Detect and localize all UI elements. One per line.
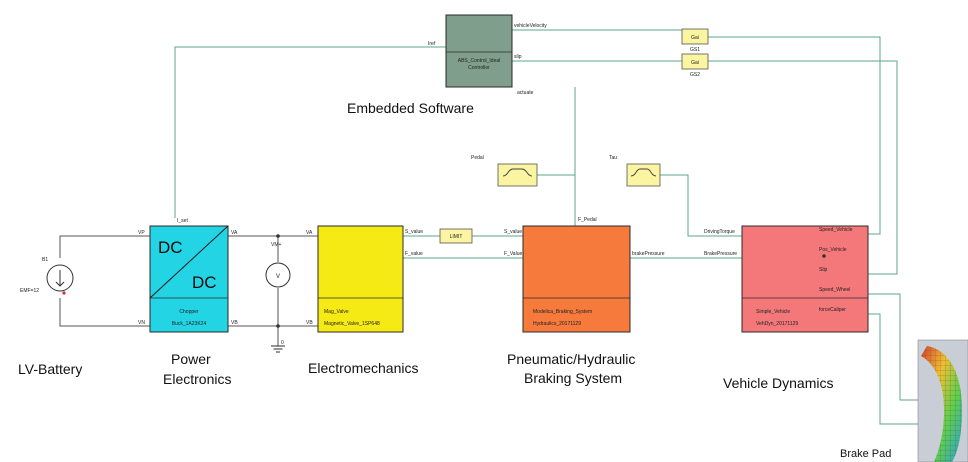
svg-text:Gai: Gai: [691, 35, 699, 41]
hydraulic-braking-block[interactable]: Modelica_Braking_System Hydraulics_20171…: [522, 225, 631, 333]
wire-gs1-speed: [708, 36, 881, 235]
wire-battery-vn: [59, 298, 150, 327]
port-speed-vehicle: Speed_Vehicle: [819, 227, 853, 233]
vehicle-type: VehDyn_20171129: [756, 321, 798, 327]
vehicle-dynamics-block[interactable]: Simple_Vehicle VehDyn_20171129: [741, 225, 869, 333]
hydraulics-type: Hydraulics_20171129: [533, 321, 581, 327]
gain-gs2-name: GS2: [690, 72, 700, 78]
port-fpedal: F_Pedal: [578, 217, 597, 223]
wire-tau-source: [660, 174, 742, 237]
port-fvalue-hydr: F_Value: [504, 251, 522, 257]
pedal-label: Pedal: [471, 155, 484, 161]
pos-vehicle-terminal: [822, 254, 826, 258]
port-vp: VP: [138, 230, 145, 236]
port-force-caliper: forceCaliper: [819, 307, 846, 313]
port-brake-pressure-out: brakePressure: [632, 251, 665, 257]
battery-param: EMF=12: [20, 288, 39, 294]
battery-name: B1: [42, 257, 48, 263]
label-lv-battery: LV-Battery: [18, 361, 82, 377]
chopper-type: Buck_1A23K24: [172, 321, 207, 327]
wire-speed-wheel: [868, 293, 924, 401]
port-slip-in: Slip: [819, 267, 828, 273]
wire-force-caliper: [868, 313, 924, 425]
wire-iref-iset: [174, 46, 446, 218]
label-vehicle-dynamics: Vehicle Dynamics: [723, 375, 834, 391]
port-vb-chopper: VB: [231, 320, 238, 326]
valve-name: Mag_Valve: [324, 309, 349, 315]
chopper-body: [149, 225, 229, 333]
label-electronics: Electronics: [163, 371, 231, 387]
gain-gs1-name: GS1: [690, 47, 700, 53]
port-pos-vehicle: Pos_Vehicle: [819, 247, 847, 253]
port-fvalue-valve: F_value: [405, 251, 423, 257]
port-svalue-valve: S_value: [405, 229, 423, 235]
torque-source-block[interactable]: [626, 163, 661, 187]
label-electromechanics: Electromechanics: [308, 360, 419, 376]
port-svalue-hydr: S_value: [504, 229, 522, 235]
ground-symbol: [271, 345, 285, 353]
port-vn: VN: [138, 320, 145, 326]
port-va-chopper: VA: [231, 230, 238, 236]
node-vb: [276, 324, 280, 328]
voltmeter[interactable]: V: [265, 262, 291, 288]
chopper-dc-bottom: DC: [192, 273, 217, 292]
label-braking-system: Braking System: [524, 370, 622, 386]
wire-battery-vp: [59, 235, 150, 258]
chopper-name: Chopper: [179, 309, 199, 315]
dc-dc-chopper-block[interactable]: DC DC Chopper Buck_1A23K24: [149, 225, 229, 333]
gain-block-gs2[interactable]: Gai: [681, 53, 709, 70]
hydraulics-name: Modelica_Braking_System: [533, 309, 592, 315]
port-iref: Iref: [428, 41, 436, 47]
valve-type: Magnetic_Valve_1SP648: [324, 321, 380, 327]
port-actuate: actuate: [517, 90, 534, 96]
voltmeter-top-port: VM+: [271, 242, 282, 248]
port-va-valve: VA: [306, 230, 313, 236]
brake-pad-image: [917, 339, 968, 462]
label-pneumatic-hydraulic: Pneumatic/Hydraulic: [507, 351, 635, 367]
ground-label: 0: [281, 340, 284, 346]
controller-body: [445, 14, 513, 88]
vehicle-name: Simple_Vehicle: [756, 309, 790, 315]
port-slip-out: slip: [514, 54, 522, 60]
label-embedded-software: Embedded Software: [347, 100, 474, 116]
valve-body: [317, 225, 404, 333]
port-vehicle-velocity: vehicleVelocity: [514, 23, 547, 29]
port-iset: I_set: [177, 218, 188, 224]
magnetic-valve-block[interactable]: Mag_Valve Magnetic_Valve_1SP648: [317, 225, 404, 333]
pedal-source-block[interactable]: [497, 163, 538, 187]
port-brake-pressure-in: BrakePressure: [704, 251, 737, 257]
svg-text:Gai: Gai: [691, 60, 699, 66]
vehicle-body: [741, 225, 869, 333]
controller-name: ABS_Control_Ideal: [458, 58, 501, 64]
wire-gs2-slip: [708, 60, 898, 275]
controller-type: Controller: [468, 65, 490, 71]
svg-text:LIMIT: LIMIT: [450, 234, 463, 240]
abs-controller-block[interactable]: ABS_Control_Ideal Controller: [445, 14, 513, 88]
node-va: [276, 234, 280, 238]
limit-block[interactable]: LIMIT: [439, 228, 473, 244]
battery-source[interactable]: [46, 264, 74, 295]
chopper-dc-top: DC: [158, 238, 183, 257]
gain-block-gs1[interactable]: Gai: [681, 28, 709, 45]
port-vb-valve: VB: [306, 320, 313, 326]
port-speed-wheel: Speed_Wheel: [819, 287, 850, 293]
label-power: Power: [171, 351, 211, 367]
port-driving-torque: DrivingTorque: [704, 229, 735, 235]
label-brake-pad: Brake Pad: [840, 448, 891, 460]
hydraulics-body: [522, 225, 631, 333]
torque-label: Tau: [609, 155, 617, 161]
voltmeter-symbol: V: [276, 274, 280, 280]
